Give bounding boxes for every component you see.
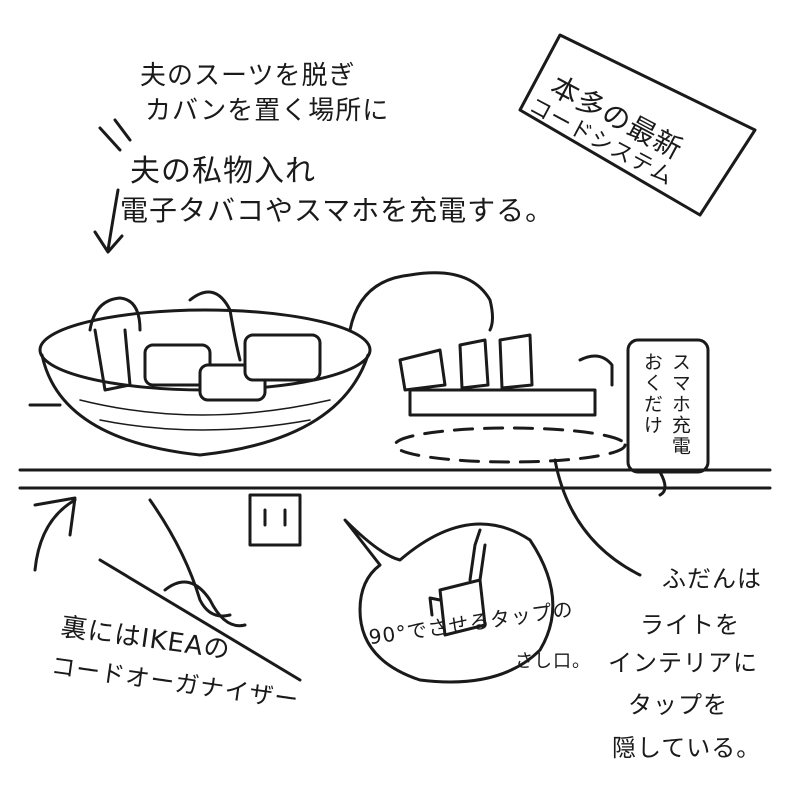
caption-top-line2: カバンを置く場所に [145, 96, 390, 126]
accent-marks [98, 118, 132, 152]
hidden-strip-outline [393, 426, 627, 464]
leader-line [553, 458, 642, 577]
caption-top-line1: 夫のスーツを脱ぎ [140, 61, 356, 91]
wall-outlet [248, 493, 302, 547]
note-light-3: インテリアに [608, 649, 758, 677]
note-light-4: タップを [628, 691, 728, 719]
speech-bubble [343, 518, 555, 684]
title-box-frame [518, 33, 757, 217]
caption-middle-line1: 夫の私物入れ [130, 154, 316, 189]
note-light-5: 隠している。 [612, 734, 762, 762]
bubble-line2: さし口。 [515, 651, 591, 672]
arrow-down-icon [93, 188, 124, 254]
power-strip [398, 333, 614, 417]
charger-label-line2: おくだけ [640, 352, 663, 436]
note-light-2: ライトを [640, 611, 740, 639]
phone-charger [626, 338, 710, 497]
charger-label-line1: スマホ充電 [668, 352, 691, 457]
caption-middle-line2: 電子タバコやスマホを充電する。 [120, 194, 555, 227]
cord-organizer [33, 496, 302, 682]
note-light-1: ふだんは [662, 565, 762, 593]
cable [348, 271, 494, 332]
basket-bowl [38, 290, 372, 457]
